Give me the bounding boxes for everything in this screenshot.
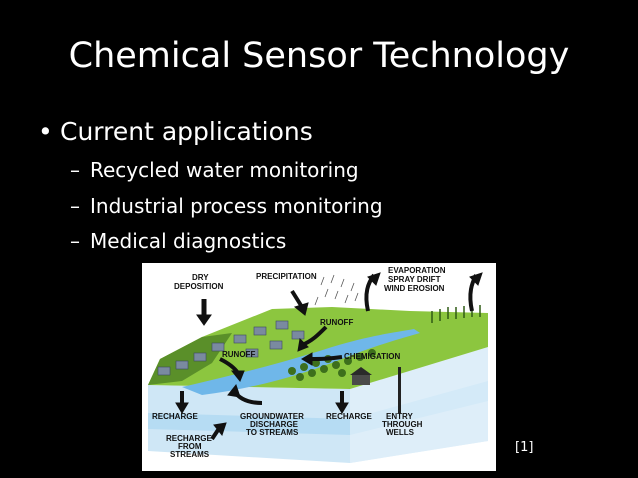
runoff-left-arrowhead-icon <box>230 370 245 382</box>
water-cycle-diagram: DRY DEPOSITION PRECIPITATION EVAPORATION… <box>142 263 496 471</box>
precipitation-arrow-icon <box>290 289 304 309</box>
precipitation-arrowhead-icon <box>293 302 309 316</box>
sub-marker: – <box>70 158 80 182</box>
sub-marker: – <box>70 229 80 253</box>
diagram-svg: DRY DEPOSITION PRECIPITATION EVAPORATION… <box>148 266 488 463</box>
block-side-face <box>350 347 488 463</box>
sub-item-industrial-process: –Industrial process monitoring <box>70 194 383 218</box>
bullet-current-applications: •Current applications <box>38 117 313 146</box>
flow-arrows <box>175 272 483 441</box>
sub-item-text: Medical diagnostics <box>90 229 287 253</box>
wind-erosion-arrowhead-icon <box>469 272 483 286</box>
sub-item-text: Industrial process monitoring <box>90 194 383 218</box>
recharge-mid-arrowhead-icon <box>335 402 349 414</box>
sub-item-text: Recycled water monitoring <box>90 158 359 182</box>
label-evaporation: EVAPORATION SPRAY DRIFT WIND EROSION <box>384 266 448 293</box>
label-runoff-left: RUNOFF <box>222 350 255 359</box>
evaporation-arrowhead-icon <box>367 272 381 286</box>
bullet-marker: • <box>38 117 53 146</box>
well-pipe-icon <box>398 367 401 413</box>
label-recharge-mid: RECHARGE <box>326 412 372 421</box>
houses-icon <box>157 320 305 376</box>
sub-item-recycled-water: –Recycled water monitoring <box>70 158 359 182</box>
label-groundwater: GROUNDWATER DISCHARGE TO STREAMS <box>240 412 306 437</box>
sub-marker: – <box>70 194 80 218</box>
label-recharge-left: RECHARGE <box>152 412 198 421</box>
runoff-arrowhead-icon <box>297 337 309 352</box>
groundwater-arrowhead-icon <box>227 383 241 398</box>
label-entry-through-wells: ENTRY THROUGH WELLS <box>382 412 425 437</box>
label-chemigation: CHEMIGATION <box>344 352 401 361</box>
citation: [1] <box>515 440 534 455</box>
dry-deposition-arrowhead-icon <box>196 314 212 326</box>
recharge-left-arrowhead-icon <box>175 402 189 414</box>
rain-icon <box>314 274 369 306</box>
chemigation-arrowhead-icon <box>301 352 313 366</box>
bullet-text: Current applications <box>60 117 313 146</box>
label-runoff-top: RUNOFF <box>320 318 353 327</box>
chemigation-arrow-icon <box>309 355 343 361</box>
farm-building-icon <box>350 367 372 385</box>
recharge-streams-arrowhead-icon <box>213 422 227 437</box>
label-precipitation: PRECIPITATION <box>256 272 317 281</box>
sub-item-medical-diagnostics: –Medical diagnostics <box>70 229 286 253</box>
label-dry-deposition: DRY DEPOSITION <box>174 273 224 291</box>
label-recharge-from-streams: RECHARGE FROM STREAMS <box>166 434 214 459</box>
slide-title: Chemical Sensor Technology <box>68 36 570 76</box>
